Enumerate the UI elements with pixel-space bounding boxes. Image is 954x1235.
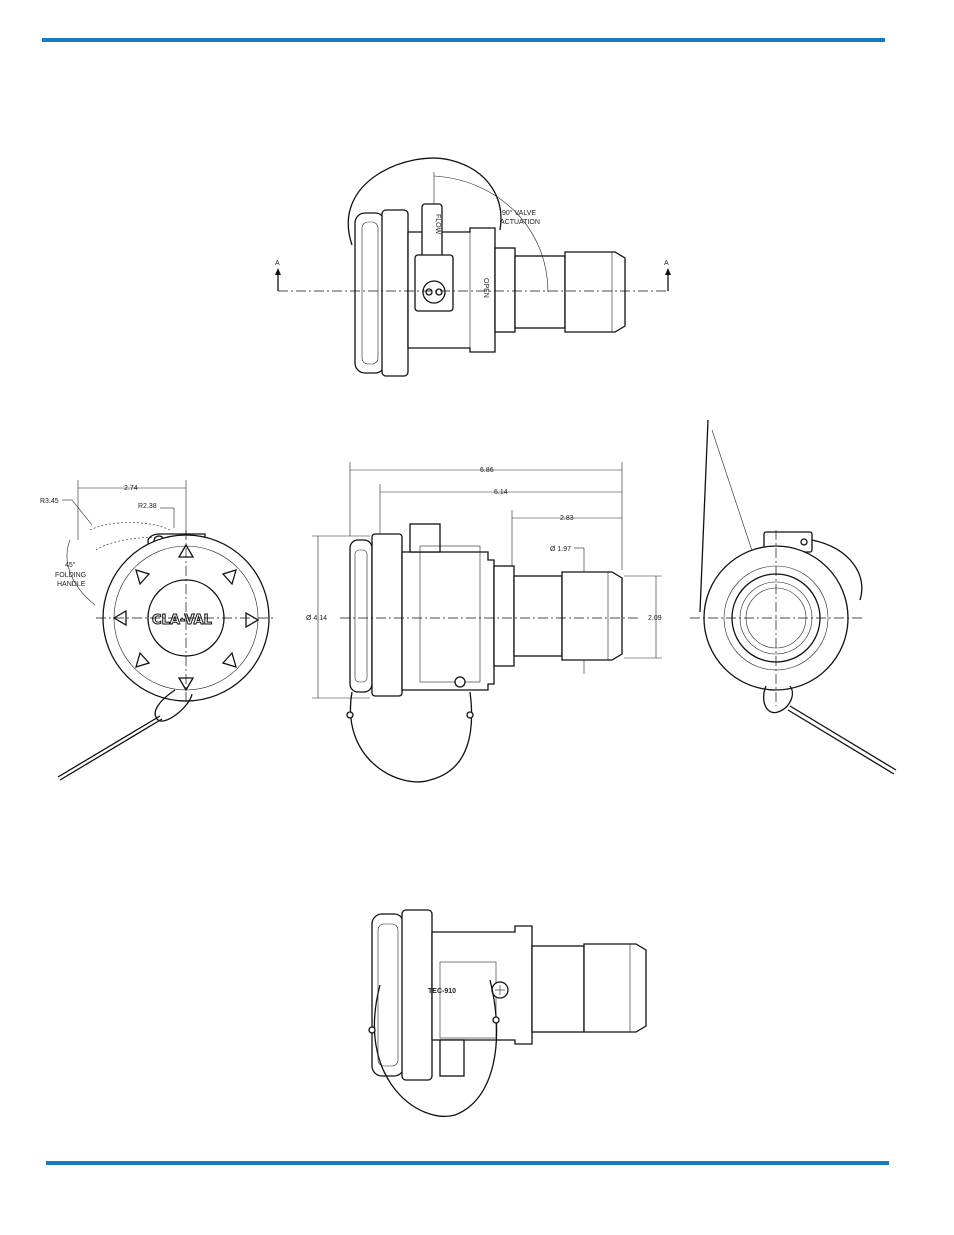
cap-handle-label-2: HANDLE bbox=[57, 581, 86, 588]
top-cap bbox=[355, 213, 385, 373]
bottom-view: TEC-910 bbox=[369, 910, 646, 1116]
cap-dim-radius-inner: R2.38 bbox=[138, 503, 157, 510]
top-body-text: OPEN bbox=[482, 278, 489, 298]
side-dim-outlet: 2.83 bbox=[560, 515, 574, 522]
side-dim-body: 6.14 bbox=[494, 489, 508, 496]
side-actuator bbox=[410, 524, 440, 552]
side-cap bbox=[350, 540, 372, 692]
side-dim-height: 2.09 bbox=[648, 615, 662, 622]
end-tether-cable bbox=[790, 706, 896, 770]
top-actuation-label-2: ACTUATION bbox=[500, 219, 540, 226]
side-dim-outlet-dia: Ø 1.97 bbox=[550, 546, 571, 553]
cap-dim-width: 2.74 bbox=[124, 485, 138, 492]
cap-view: CLA-VAL 2.74 R3.45 R2.38 45° FOLDING HAN… bbox=[40, 480, 274, 780]
side-dim-overall: 6.86 bbox=[480, 467, 494, 474]
top-outlet-pipe bbox=[515, 256, 565, 328]
section-label-right: A bbox=[664, 260, 669, 267]
section-label-left: A bbox=[275, 260, 280, 267]
bottom-hose-barb bbox=[584, 944, 646, 1032]
bottom-body bbox=[432, 926, 532, 1044]
bottom-actuator bbox=[440, 1040, 464, 1076]
cap-handle-angle: 45° bbox=[65, 561, 76, 569]
top-handle-text: FLOW bbox=[434, 214, 441, 235]
bottom-outlet-pipe bbox=[532, 946, 584, 1032]
cap-tether-cable bbox=[58, 716, 160, 777]
side-tether bbox=[350, 692, 471, 782]
end-view bbox=[690, 420, 896, 774]
side-outlet-collar bbox=[494, 566, 514, 666]
side-hose-barb bbox=[562, 572, 622, 660]
side-dim-cap-dia: Ø 4.14 bbox=[306, 615, 327, 622]
top-actuation-label-1: 90° VALVE bbox=[502, 209, 536, 217]
top-outlet-collar bbox=[495, 248, 515, 332]
side-outlet-pipe bbox=[514, 576, 562, 656]
side-view: 6.86 6.14 2.83 Ø 1.97 Ø 4.14 2.09 bbox=[306, 462, 662, 782]
cap-brand: CLA-VAL bbox=[152, 613, 212, 628]
end-handle-line bbox=[700, 420, 708, 612]
cap-handle-label-1: FOLDING bbox=[55, 572, 86, 579]
top-hose-barb bbox=[565, 252, 625, 332]
bottom-body-text: TEC-910 bbox=[428, 988, 456, 995]
cap-dim-radius-outer: R3.45 bbox=[40, 498, 59, 505]
top-view: FLOW OPEN 90° VALVE ACTUATION A A bbox=[275, 158, 671, 376]
side-cap-ring bbox=[372, 534, 402, 696]
bottom-cap-ring bbox=[402, 910, 432, 1080]
top-cap-ring bbox=[382, 210, 408, 376]
